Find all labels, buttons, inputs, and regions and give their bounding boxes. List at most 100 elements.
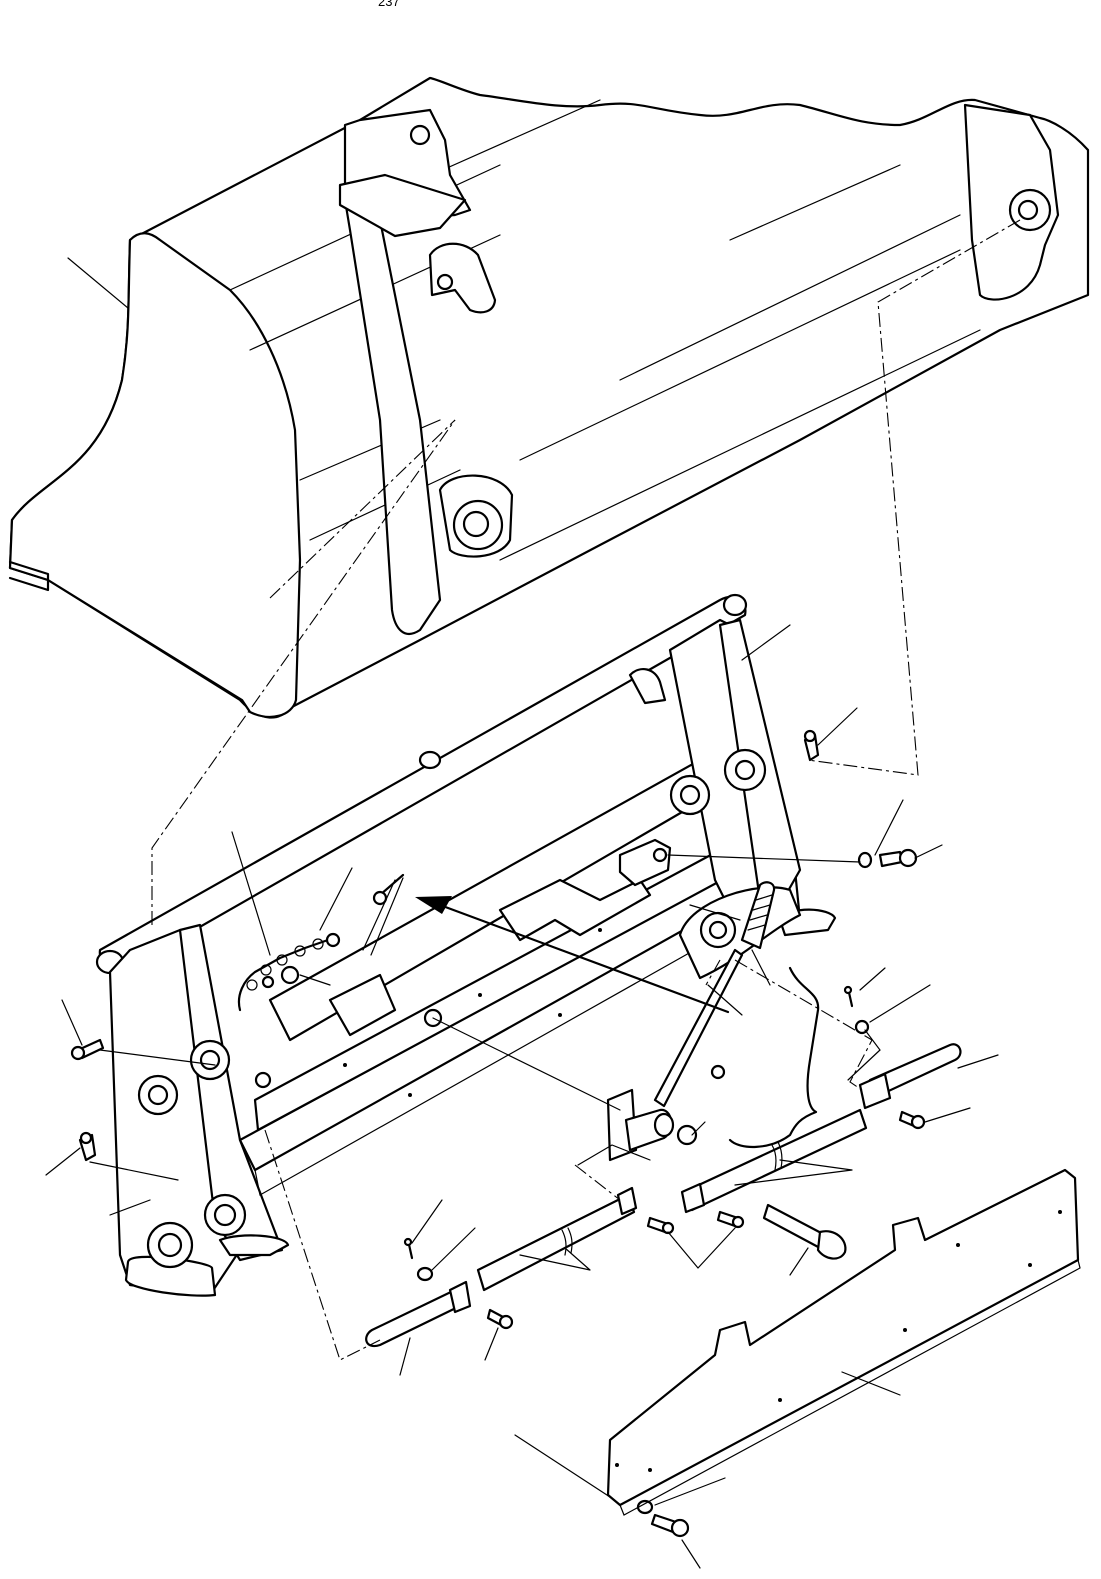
left-rod bbox=[476, 1193, 636, 1292]
left-lower-boss-bore bbox=[462, 510, 490, 538]
lever-hub-bore bbox=[653, 1112, 675, 1138]
leader-left-lock-pin bbox=[399, 1337, 411, 1376]
bolt-left-pin bbox=[486, 1308, 514, 1330]
cover-hole-6 bbox=[956, 1243, 960, 1247]
bolt-rod-right bbox=[716, 1210, 745, 1229]
leader-cotter-left bbox=[411, 1199, 443, 1244]
leader-right-rods bbox=[734, 1159, 853, 1186]
right-lower-boss-bore bbox=[708, 920, 728, 940]
leader-cover-edge bbox=[514, 1434, 611, 1498]
chain-shackle bbox=[325, 932, 341, 948]
right-rod-weld bbox=[771, 1141, 783, 1171]
leader-washer bbox=[299, 974, 331, 986]
bolt-right-pin bbox=[898, 1110, 926, 1130]
leader-frame-top bbox=[741, 624, 791, 661]
leader-shackle bbox=[319, 867, 353, 931]
right-upper-boss-b-bore bbox=[679, 784, 701, 806]
bolt-lock-block bbox=[857, 848, 918, 869]
leader-right-pin bbox=[957, 1054, 999, 1069]
centerline-left-boss bbox=[269, 419, 456, 599]
cover-plate-edge bbox=[619, 1259, 1081, 1516]
leader-grease-left-2 bbox=[89, 1161, 179, 1181]
arrow-shaft bbox=[438, 903, 730, 1014]
lever-grip bbox=[740, 881, 776, 950]
cover-hole-7 bbox=[615, 1463, 619, 1467]
leader-grease-upper bbox=[817, 707, 858, 746]
lock-block bbox=[618, 838, 672, 887]
long-bolt-shank bbox=[762, 1203, 827, 1250]
direction-arrow bbox=[415, 896, 730, 1014]
leader-cover-plate bbox=[841, 1371, 901, 1396]
beam-hole-2 bbox=[478, 993, 482, 997]
tube-end-right bbox=[722, 593, 748, 617]
left-hanger-bracket bbox=[343, 108, 472, 635]
hook-pin-hole bbox=[436, 273, 454, 291]
cover-hole-3 bbox=[903, 1328, 907, 1332]
leader-lines bbox=[45, 624, 999, 1569]
lock-pin-eye bbox=[372, 890, 388, 906]
lock-pin-leg-2 bbox=[370, 877, 404, 956]
left-upper-boss-a-bore bbox=[199, 1049, 221, 1071]
centerline-rod-left bbox=[574, 1164, 621, 1201]
beam-hole-3 bbox=[598, 928, 602, 932]
left-lower-pin-bore bbox=[157, 1232, 183, 1258]
cotter-right bbox=[843, 985, 854, 1008]
leader-chain bbox=[231, 831, 271, 956]
left-inner-foot bbox=[218, 1234, 290, 1257]
cover-plate-body bbox=[606, 1168, 1080, 1507]
lock-pin-leg bbox=[362, 879, 396, 951]
leader-left-plate bbox=[99, 1049, 216, 1066]
centerline-right-pin bbox=[734, 959, 873, 1091]
bolt-left-upper bbox=[70, 1038, 105, 1061]
lock-tube-notch bbox=[328, 973, 397, 1037]
lever-assembly bbox=[606, 881, 776, 1162]
bolt-rod-left bbox=[646, 1216, 675, 1235]
beam-hole-4 bbox=[408, 1093, 412, 1097]
bucket-cutting-edge bbox=[8, 560, 50, 592]
leader-small-bolts bbox=[667, 1227, 736, 1269]
centerline-lever bbox=[705, 959, 721, 986]
left-rod-weld bbox=[561, 1227, 573, 1256]
right-pin-plate bbox=[858, 1072, 892, 1110]
chain-assembly bbox=[237, 932, 341, 1012]
right-upper-boss-a-bore bbox=[734, 759, 756, 781]
chain-link-5 bbox=[312, 938, 324, 950]
lock-rods bbox=[365, 1043, 962, 1348]
left-hanger-hook bbox=[428, 242, 497, 314]
leader-bolt-right-pin bbox=[924, 1107, 971, 1123]
bucket-body-line-8 bbox=[419, 99, 601, 181]
right-rod-end bbox=[680, 1182, 706, 1214]
leader-bolt-left bbox=[61, 999, 83, 1046]
lock-pin-shaft bbox=[378, 873, 405, 897]
right-rod bbox=[686, 1108, 868, 1212]
left-mid-pin-bore bbox=[213, 1203, 237, 1227]
leader-cover-bolt bbox=[681, 1539, 701, 1569]
bolt-cover bbox=[650, 1513, 690, 1538]
leader-cotter-right bbox=[859, 967, 886, 991]
chain-washer bbox=[280, 965, 300, 985]
cotter-left bbox=[403, 1237, 414, 1260]
chain-link-4 bbox=[294, 945, 306, 957]
leader-lever-hole bbox=[432, 1017, 621, 1111]
center-lines bbox=[151, 219, 1021, 1361]
leader-washer-left bbox=[431, 1227, 476, 1271]
centerline-left-pin bbox=[264, 1129, 381, 1361]
lock-block-hole bbox=[652, 847, 668, 863]
leader-long-bolt bbox=[789, 1247, 809, 1276]
cover-plate bbox=[606, 1168, 1081, 1516]
leader-right-block bbox=[689, 904, 741, 921]
lever-bushing bbox=[676, 1124, 698, 1146]
grip-knurl bbox=[747, 894, 773, 931]
leader-lock-block bbox=[667, 854, 861, 863]
leader-left-boss bbox=[109, 1199, 151, 1216]
chain-link-1 bbox=[246, 979, 258, 991]
right-upper-boss-bore bbox=[1017, 199, 1039, 221]
arrow-head bbox=[415, 896, 452, 914]
leader-left-rods bbox=[519, 1247, 591, 1271]
grease-nipple-upper bbox=[803, 729, 820, 762]
chain-bolt bbox=[261, 975, 275, 989]
beam-hole-1 bbox=[343, 1063, 347, 1067]
bucket-body-line-5 bbox=[519, 249, 961, 461]
washer-cover bbox=[636, 1499, 654, 1515]
